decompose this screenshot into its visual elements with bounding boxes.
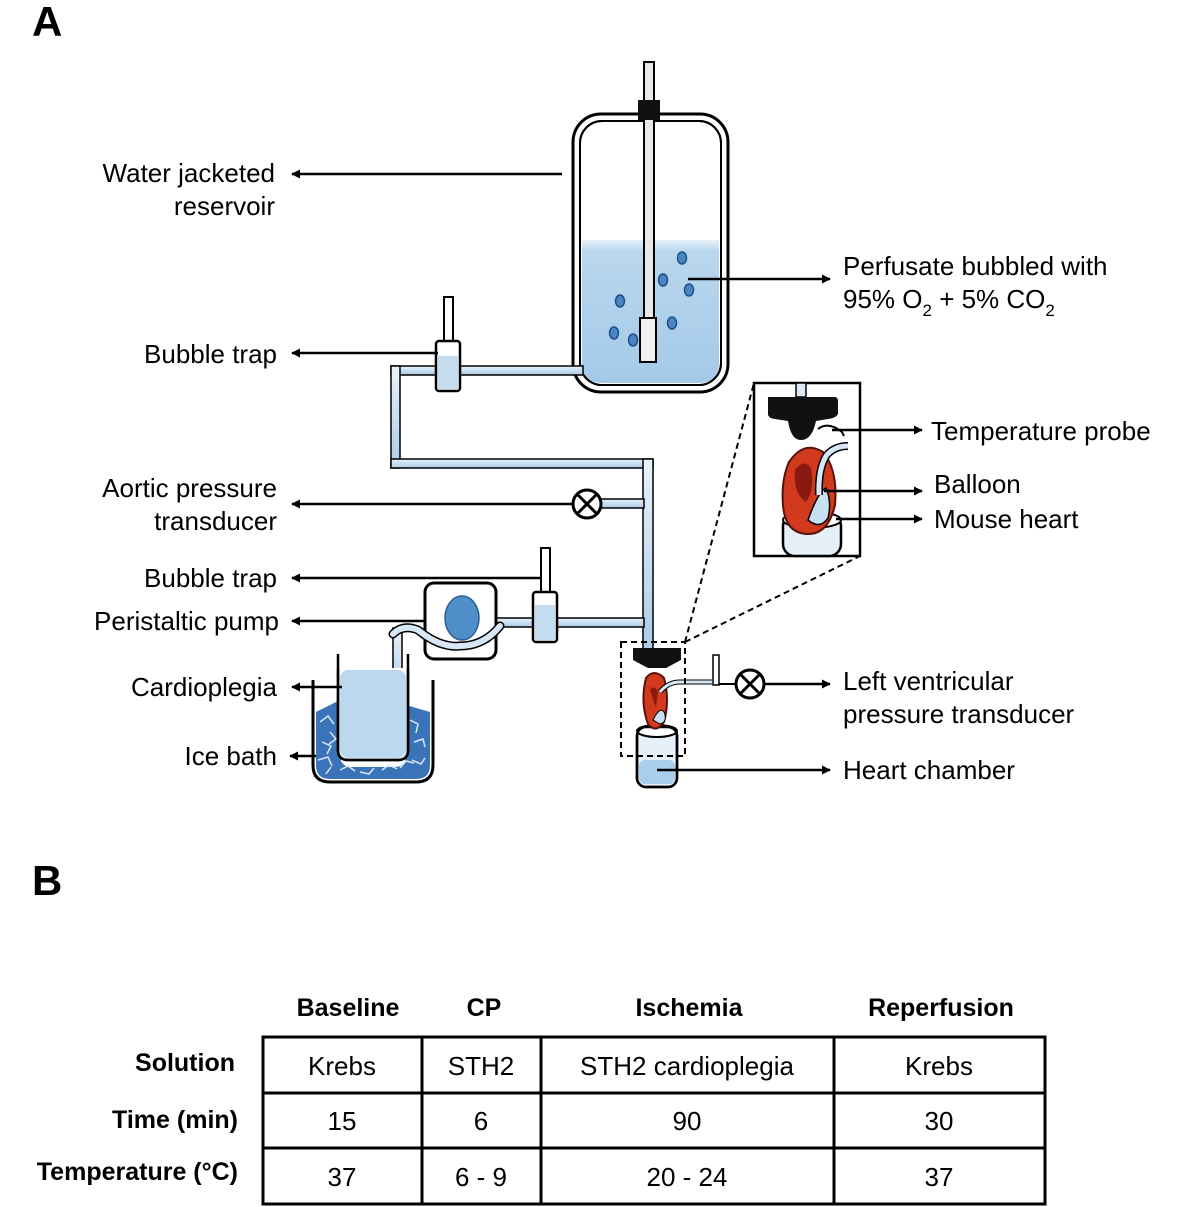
gas-bubbles — [608, 251, 695, 347]
water-jacketed-reservoir — [571, 61, 730, 394]
table-cell: STH2 — [448, 1051, 514, 1081]
table-row: Krebs STH2 STH2 cardioplegia Krebs — [308, 1051, 973, 1081]
table-grid — [261, 1035, 1047, 1206]
label-aortic-line1: Aortic pressure — [102, 473, 277, 503]
table-row-label-temperature: Temperature (°C) — [37, 1158, 238, 1186]
table-cell: Krebs — [905, 1051, 973, 1081]
table-col-header-ischemia: Ischemia — [635, 994, 743, 1022]
peristaltic-pump — [388, 581, 505, 661]
table-cell: 15 — [328, 1106, 357, 1136]
label-lv-line2: pressure transducer — [843, 699, 1075, 729]
bubble-trap-bottom — [531, 547, 559, 644]
label-balloon: Balloon — [934, 469, 1021, 499]
heart-inset — [752, 381, 862, 558]
label-temperature-probe: Temperature probe — [931, 416, 1151, 446]
table-cell: STH2 cardioplegia — [580, 1051, 794, 1081]
aortic-transducer-symbol — [571, 488, 603, 520]
arrows — [289, 169, 923, 775]
table-cell: 6 — [474, 1106, 488, 1136]
label-mouse-heart: Mouse heart — [934, 504, 1079, 534]
table-col-header-reperfusion: Reperfusion — [868, 994, 1014, 1022]
table-cell: 90 — [673, 1106, 702, 1136]
label-bubble-trap-top: Bubble trap — [144, 339, 277, 369]
table-col-header-baseline: Baseline — [297, 994, 400, 1022]
table-row-label-solution: Solution — [135, 1049, 235, 1077]
table-row: 37 6 - 9 20 - 24 37 — [328, 1162, 954, 1192]
label-ice-bath: Ice bath — [184, 741, 277, 771]
table-row-label-time: Time (min) — [112, 1106, 238, 1134]
label-perfusate-line1: Perfusate bubbled with — [843, 251, 1108, 281]
table-cell: 37 — [328, 1162, 357, 1192]
label-bubble-trap-bottom: Bubble trap — [144, 563, 277, 593]
table-row: 15 6 90 30 — [328, 1106, 954, 1136]
label-pump: Peristaltic pump — [94, 606, 279, 636]
heart-small — [633, 648, 736, 730]
panel-label-a: A — [32, 0, 62, 45]
label-reservoir-line1: Water jacketed — [103, 158, 275, 188]
table-cell: 37 — [925, 1162, 954, 1192]
table-cell: 20 - 24 — [647, 1162, 728, 1192]
table-col-header-cp: CP — [467, 994, 502, 1022]
protocol-table: Baseline CP Ischemia Reperfusion Solutio… — [37, 994, 1047, 1206]
cardioplegia-beaker — [336, 654, 410, 762]
label-lv-line1: Left ventricular — [843, 666, 1014, 696]
lv-transducer-symbol — [734, 668, 766, 700]
label-cardioplegia: Cardioplegia — [131, 672, 278, 702]
label-aortic-line2: transducer — [154, 506, 277, 536]
label-heart-chamber: Heart chamber — [843, 755, 1015, 785]
bubble-trap-top — [434, 296, 462, 393]
zoom-indicator — [620, 382, 861, 757]
table-cell: 6 - 9 — [455, 1162, 507, 1192]
label-perfusate-line2: 95% O2 + 5% CO2 — [843, 284, 1055, 320]
table-cell: Krebs — [308, 1051, 376, 1081]
table-cell: 30 — [925, 1106, 954, 1136]
label-reservoir-line2: reservoir — [174, 191, 275, 221]
panel-label-b: B — [32, 857, 62, 904]
